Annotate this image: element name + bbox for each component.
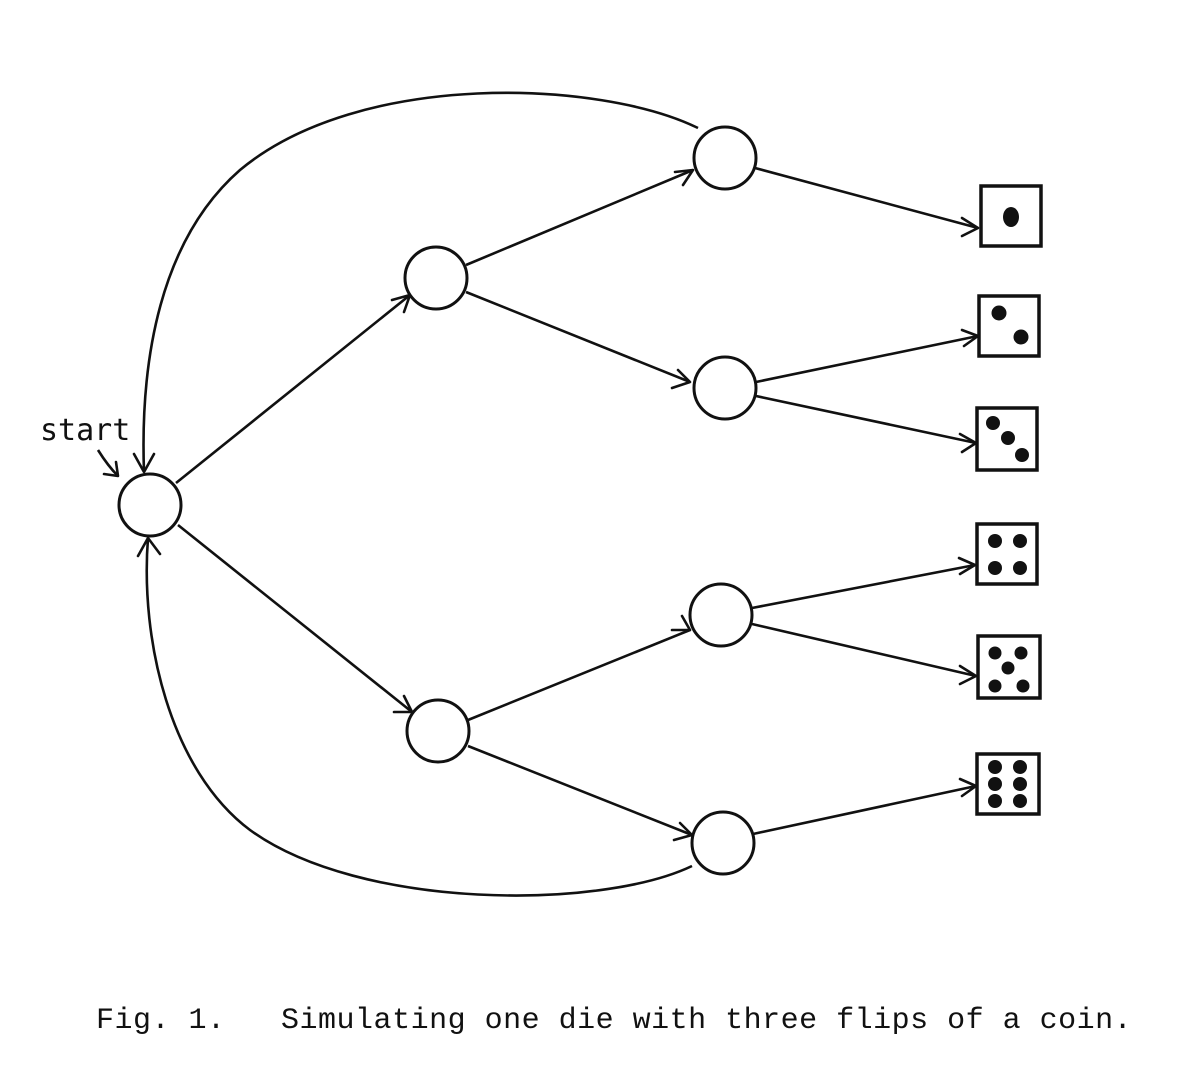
pip (988, 794, 1002, 808)
arrowhead-top-loop (132, 452, 156, 474)
arrowhead-top (673, 168, 695, 187)
arrowhead-lower-mid (670, 614, 692, 632)
pip (1013, 760, 1027, 774)
start-pointer-arrow (96, 449, 119, 477)
edge-upper-mid-to-die-2 (755, 334, 979, 384)
figure-number: Fig. 1. (96, 1004, 226, 1038)
pip (988, 679, 1002, 693)
die-face-1 (979, 184, 1043, 248)
tree-arrowheads (132, 168, 980, 842)
die-face-3 (975, 406, 1039, 472)
edge-bottom-return-loop (145, 537, 693, 897)
edge-root-to-upper (175, 293, 411, 485)
pip (986, 416, 1000, 430)
pip (988, 646, 1002, 660)
die-face-4 (975, 522, 1039, 586)
pip (1016, 679, 1030, 693)
edge-bottom-to-die-6 (752, 784, 977, 836)
edge-lower-mid-to-die-5 (751, 622, 977, 678)
node-upper-mid (692, 355, 758, 421)
die-face-2 (977, 294, 1041, 358)
node-bottom (690, 810, 756, 876)
pip (1001, 661, 1015, 675)
die-face-6 (975, 752, 1041, 816)
tree-edges (142, 91, 979, 897)
start-pointer-arrowhead (102, 460, 120, 478)
pip (1013, 329, 1029, 345)
start-label: start (40, 413, 130, 448)
edge-upper-to-upper-mid (465, 290, 691, 384)
pip (988, 534, 1002, 548)
arrowhead-die-1 (960, 216, 980, 238)
figure-caption: Fig. 1. Simulating one die with three fl… (96, 1004, 1132, 1038)
node-top (692, 125, 758, 191)
die-face-5 (976, 634, 1042, 700)
pip (1013, 794, 1027, 808)
arrowhead-die-4 (957, 556, 977, 576)
arrowhead-die-3 (958, 432, 978, 454)
pip (1013, 561, 1027, 575)
pip (1013, 534, 1027, 548)
pip (1014, 646, 1028, 660)
figure-caption-text: Simulating one die with three flips of a… (281, 1004, 1133, 1038)
tree-nodes (117, 125, 758, 876)
arrowhead-bottom-loop (136, 536, 162, 558)
pip (988, 777, 1002, 791)
edge-root-to-lower (177, 523, 413, 714)
pip (991, 305, 1007, 321)
pip (1015, 448, 1029, 462)
die-outcomes (975, 184, 1043, 816)
node-root-start (117, 472, 183, 538)
edge-top-return-loop (142, 91, 699, 473)
edge-lower-mid-to-die-4 (751, 563, 976, 610)
edge-top-to-die-1 (754, 166, 979, 230)
arrowhead-die-5 (958, 664, 978, 686)
edge-lower-to-bottom (467, 744, 693, 837)
edge-upper-mid-to-die-3 (755, 394, 977, 445)
pip (988, 760, 1002, 774)
pip (988, 561, 1002, 575)
edge-lower-to-lower-mid (467, 628, 691, 722)
node-lower (405, 698, 471, 764)
node-lower-mid (688, 582, 754, 648)
edge-upper-to-top (465, 168, 694, 267)
arrowhead-upper-mid (670, 368, 692, 390)
node-upper (403, 245, 469, 311)
pip (1001, 431, 1015, 445)
pip (1013, 777, 1027, 791)
pip (1003, 207, 1019, 227)
